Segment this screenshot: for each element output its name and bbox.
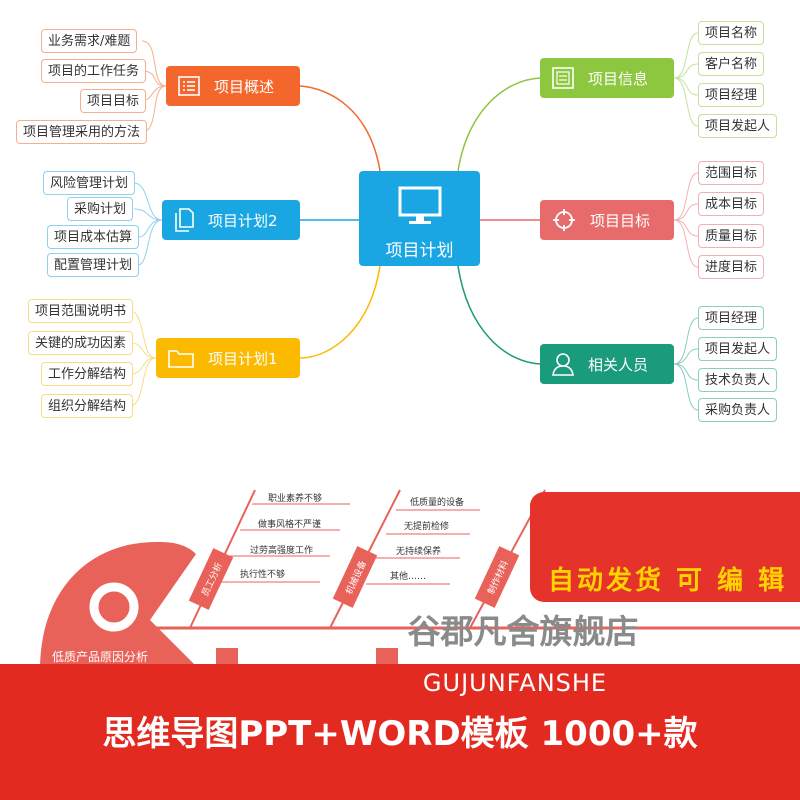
mindmap-connectors [129, 32, 699, 411]
leaf-node: 项目经理 [698, 306, 765, 330]
fishbone-diagram: 员工分析 机械设备 制作材料 职业素养不够 做事风格不严谨 过劳高强度工作 执行… [40, 489, 800, 670]
fishbone-cause: 无提前检修 [404, 520, 449, 532]
branch-project-plan-2: 项目计划2 [162, 200, 300, 240]
leaf-node: 采购计划 [67, 197, 134, 221]
branch-project-goals: 项目目标 [540, 200, 674, 240]
branch-project-overview: 项目概述 [166, 66, 300, 106]
branch-label: 项目目标 [590, 211, 651, 230]
leaf-node: 项目管理采用的方法 [16, 120, 148, 144]
leaf-node: 组织分解结构 [41, 394, 134, 418]
fishbone-cause: 执行性不够 [240, 568, 285, 580]
leaf-node: 风险管理计划 [43, 171, 136, 195]
leaf-node: 范围目标 [698, 161, 765, 185]
target-icon [553, 209, 575, 231]
fish-head [40, 541, 200, 670]
monitor-icon [398, 186, 442, 224]
shop-name-english: GUJUNFANSHE [422, 669, 608, 697]
person-icon [552, 353, 574, 376]
fish-eye [89, 582, 139, 632]
fishbone-cause: 无持续保养 [396, 545, 441, 557]
branch-label: 相关人员 [588, 355, 649, 374]
promo-badge [530, 492, 800, 602]
fishbone-cause: 做事风格不严谨 [258, 518, 321, 530]
leaf-node: 项目成本估算 [47, 225, 140, 249]
leaf-node: 成本目标 [698, 192, 765, 216]
leaf-node: 关键的成功因素 [28, 331, 134, 355]
branch-label: 项目计划2 [208, 211, 278, 230]
leaf-node: 技术负责人 [698, 368, 778, 392]
leaf-node: 项目目标 [80, 89, 147, 113]
branch-label: 项目信息 [588, 69, 649, 88]
fishbone-cause: 其他…… [390, 570, 426, 582]
documents-icon [175, 208, 194, 232]
leaf-node: 客户名称 [698, 52, 765, 76]
branch-project-info: 项目信息 [540, 58, 674, 98]
promo-badge-text: 自动发货 可 编 辑 [548, 566, 788, 596]
center-node: 项目计划 [359, 171, 480, 266]
leaf-node: 采购负责人 [698, 398, 778, 422]
branch-label: 项目计划1 [208, 349, 278, 368]
branch-stakeholders: 相关人员 [540, 344, 674, 384]
fishbone-cause: 低质量的设备 [410, 496, 464, 508]
leaf-node: 进度目标 [698, 255, 765, 279]
fishbone-head-label: 低质产品原因分析 [52, 650, 148, 664]
leaf-node: 项目范围说明书 [28, 299, 134, 323]
leaf-node: 项目发起人 [698, 337, 778, 361]
branch-label: 项目概述 [214, 77, 275, 96]
leaf-node: 配置管理计划 [47, 253, 140, 277]
leaf-node: 工作分解结构 [41, 362, 134, 386]
leaf-node: 质量目标 [698, 224, 765, 248]
leaf-node: 项目发起人 [698, 114, 778, 138]
leaf-node: 项目名称 [698, 21, 765, 45]
center-title: 项目计划 [385, 241, 454, 261]
leaf-node: 项目的工作任务 [41, 59, 147, 83]
branch-project-plan-1: 项目计划1 [156, 338, 300, 378]
document-icon [552, 67, 574, 89]
promo-title: 思维导图PPT+WORD模板 1000+款 [102, 714, 698, 754]
list-icon [178, 76, 200, 96]
fishbone-cause: 过劳高强度工作 [250, 544, 313, 556]
leaf-node: 项目经理 [698, 83, 765, 107]
folder-icon [168, 350, 194, 368]
leaf-node: 业务需求/难题 [41, 29, 138, 53]
shop-name-watermark: 谷郡凡舍旗舰店 [407, 612, 639, 651]
promo-banner [0, 664, 800, 800]
fishbone-cause: 职业素养不够 [268, 492, 322, 504]
